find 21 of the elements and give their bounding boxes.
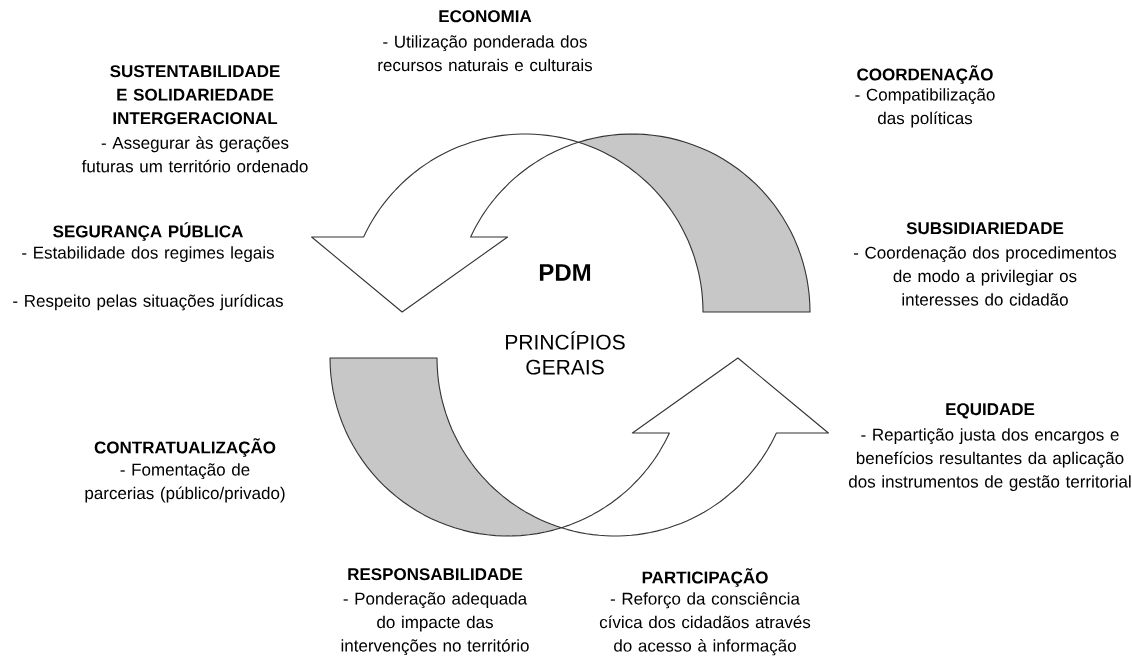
principle-description: - Respeito pelas situações jurídicas <box>13 294 283 311</box>
principle-heading: SEGURANÇA PÚBLICA <box>53 222 243 241</box>
principle-heading: CONTRATUALIZAÇÃO <box>94 438 276 457</box>
center-title: PDM <box>539 264 591 281</box>
principle-description: - Repartição justa dos encargos e benefícios resultantes da aplicação dos instrumentos de gestão territorial <box>849 428 1131 492</box>
principle-heading: ECONOMIA <box>439 10 532 23</box>
principle-heading: COORDENAÇÃO <box>857 65 993 84</box>
principle-description: - Coordenação dos procedimentos de modo a privilegiar os interesses do cidadão <box>853 246 1117 306</box>
principle-heading: RESPONSABILIDADE <box>348 568 523 581</box>
principle-heading: PARTICIPAÇÃO <box>642 568 768 587</box>
principle-description: - Ponderação adequada do impacte das intervenções no território <box>341 592 529 656</box>
principle-description: - Compatibilização das políticas <box>855 88 995 128</box>
principle-description: - Estabilidade dos regimes legais <box>22 246 274 263</box>
principle-heading: EQUIDADE <box>946 403 1035 419</box>
principle-description: - Fomentação de parcerias (público/privado) <box>85 463 285 503</box>
principle-description: - Utilização ponderada dos recursos naturais e culturais <box>378 35 593 72</box>
center-subtitle: PRINCÍPIOS GERAIS <box>506 331 625 375</box>
principle-heading: SUBSIDIARIEDADE <box>906 222 1064 235</box>
principle-heading: SUSTENTABILIDADE E SOLIDARIEDADE INTERGERACIONAL <box>110 65 280 125</box>
principle-description: - Assegurar às gerações futuras um território ordenado <box>81 136 308 173</box>
principle-description: - Reforço da consciência cívica dos cidadãos através do acesso à informação <box>599 592 811 656</box>
